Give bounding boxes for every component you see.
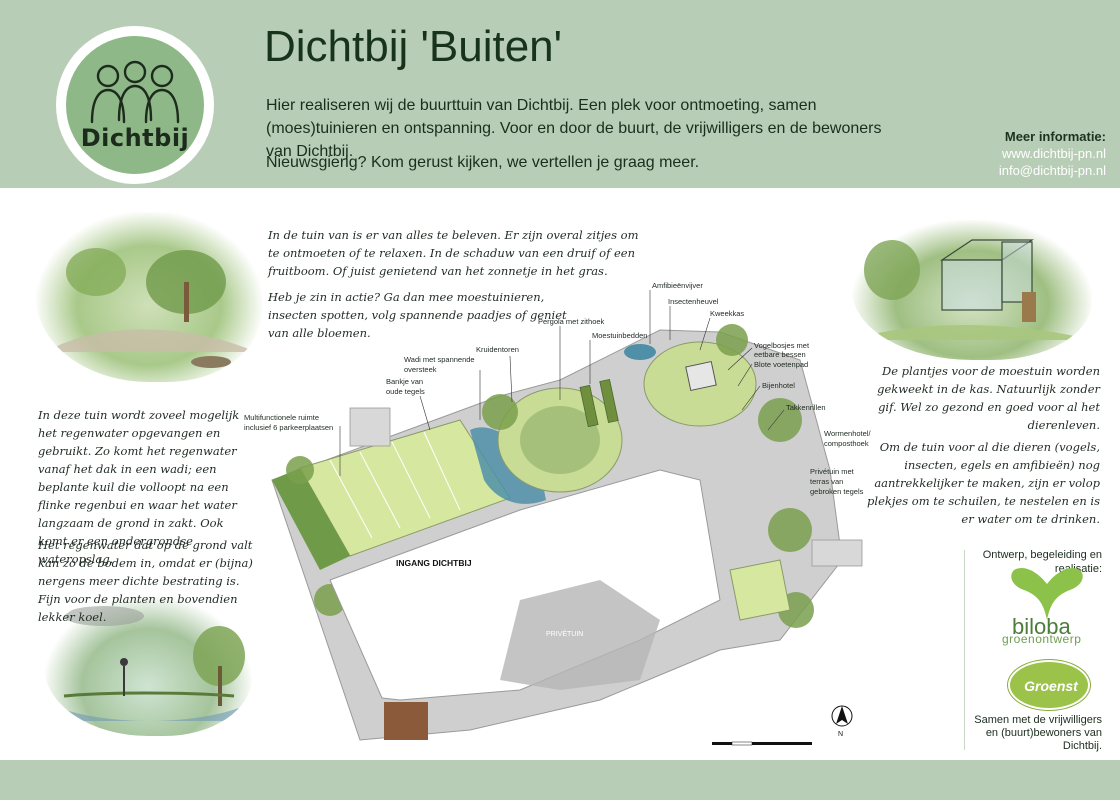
label-bijenhotel: Bijenhotel xyxy=(762,381,795,390)
label-privetuin-terras-3: gebroken tegels xyxy=(810,487,864,496)
label-takkenrillen: Takkenrillen xyxy=(786,403,826,412)
label-privetuin: PRIVÉTUIN xyxy=(546,629,583,638)
groenst-logo: Groenst xyxy=(1008,660,1090,710)
garden-intro-text: In de tuin van is er van alles te beleve… xyxy=(268,228,639,278)
label-insectenheuvel: Insectenheuvel xyxy=(668,297,719,306)
label-wadi-1: Wadi met spannende xyxy=(404,355,475,364)
pergola-area xyxy=(520,406,600,474)
side-block xyxy=(811,539,863,567)
dichtbij-logo: Dichtbij xyxy=(56,26,214,184)
greenhouse-sketch-image xyxy=(852,220,1092,360)
tree-canopies xyxy=(286,324,814,628)
label-kruidentoren: Kruidentoren xyxy=(476,345,519,354)
label-vogelbosjes-2: eetbare bessen xyxy=(754,350,806,359)
email-link[interactable]: info@dichtbij-pn.nl xyxy=(998,163,1106,178)
label-privetuin-terras-1: Privétuin met xyxy=(810,467,855,476)
label-ingang: INGANG DICHTBIJ xyxy=(396,558,472,568)
label-vogelbosjes-1: Vogelbosjes met xyxy=(754,341,810,350)
footer-band xyxy=(0,760,1120,800)
animals-text: Om de tuin voor al die dieren (vogels, i… xyxy=(867,440,1100,526)
wadi-sketch-image xyxy=(44,596,252,736)
label-bankje-2: oude tegels xyxy=(386,387,425,396)
label-amfibieenvijver: Amfibieënvijver xyxy=(652,281,703,290)
small-lawn xyxy=(729,559,791,621)
label-bankje-1: Bankje van xyxy=(386,377,423,386)
north-arrow-icon: N xyxy=(831,705,853,738)
garden-sketch-image xyxy=(36,212,262,382)
svg-text:N: N xyxy=(838,731,843,738)
biloba-subtitle: groenontwerp xyxy=(1002,632,1082,646)
soil-text: Het regenwater dat op de grond valt kan … xyxy=(38,538,253,624)
rainwater-text: In deze tuin wordt zoveel mogelijk het r… xyxy=(38,408,240,566)
private-garden xyxy=(500,580,660,690)
parking-lines xyxy=(329,431,461,539)
groenst-logo-text: Groenst xyxy=(1024,678,1078,694)
label-blote-voetenpad: Blote voetenpad xyxy=(754,360,808,369)
label-privetuin-terras-2: terras van xyxy=(810,477,843,486)
label-multi-1: Multifunctionele ruimte xyxy=(244,413,319,422)
amphibian-pond xyxy=(624,344,656,360)
label-kweekkas: Kweekkas xyxy=(710,309,744,318)
label-multi-2: inclusief 6 parkeerplaatsen xyxy=(244,423,333,432)
contact-info: Meer informatie: www.dichtbij-pn.nl info… xyxy=(999,128,1106,179)
wooden-deck xyxy=(384,702,428,740)
logo-inner-circle: Dichtbij xyxy=(66,36,204,174)
label-wadi-2: oversteek xyxy=(404,365,437,374)
ginkgo-leaf-icon xyxy=(1011,567,1083,620)
label-wormenhotel-2: composthoek xyxy=(824,439,869,448)
label-prive-1: PRIVÉ xyxy=(650,509,671,518)
scale-bar xyxy=(712,741,812,746)
greenhouse-text: De plantjes voor de moestuin worden gekw… xyxy=(877,364,1100,432)
people-logo-icon xyxy=(90,60,180,124)
label-prive-2: PRIVÉ xyxy=(664,565,685,574)
biloba-logo-text: biloba xyxy=(1012,614,1071,639)
credits-thanks: Samen met de vrijwilligers en (buurt)bew… xyxy=(974,714,1102,752)
info-label: Meer informatie: xyxy=(1004,129,1106,144)
label-leader-lines xyxy=(339,290,785,476)
hedge-strip-left xyxy=(272,468,350,570)
logo-text: Dichtbij xyxy=(80,124,190,152)
website-link[interactable]: www.dichtbij-pn.nl xyxy=(1001,146,1106,161)
label-pergola: Pergola met zithoek xyxy=(538,317,605,326)
credits-divider xyxy=(964,550,965,750)
shed-block xyxy=(349,407,391,447)
intro-text-2: Nieuwsgierig? Kom gerust kijken, we vert… xyxy=(266,154,700,171)
greenhouse-icon xyxy=(685,360,717,392)
label-wormenhotel-1: Wormenhotel/ xyxy=(824,429,871,438)
activity-text: Heb je zin in actie? Ga dan mee moestuin… xyxy=(268,290,567,340)
vegetable-beds xyxy=(579,378,619,428)
page-title: Dichtbij 'Buiten' xyxy=(264,22,563,71)
intro-text: Hier realiseren wij de buurttuin van Dic… xyxy=(266,97,882,160)
label-moestuinbedden: Moestuinbedden xyxy=(592,331,647,340)
